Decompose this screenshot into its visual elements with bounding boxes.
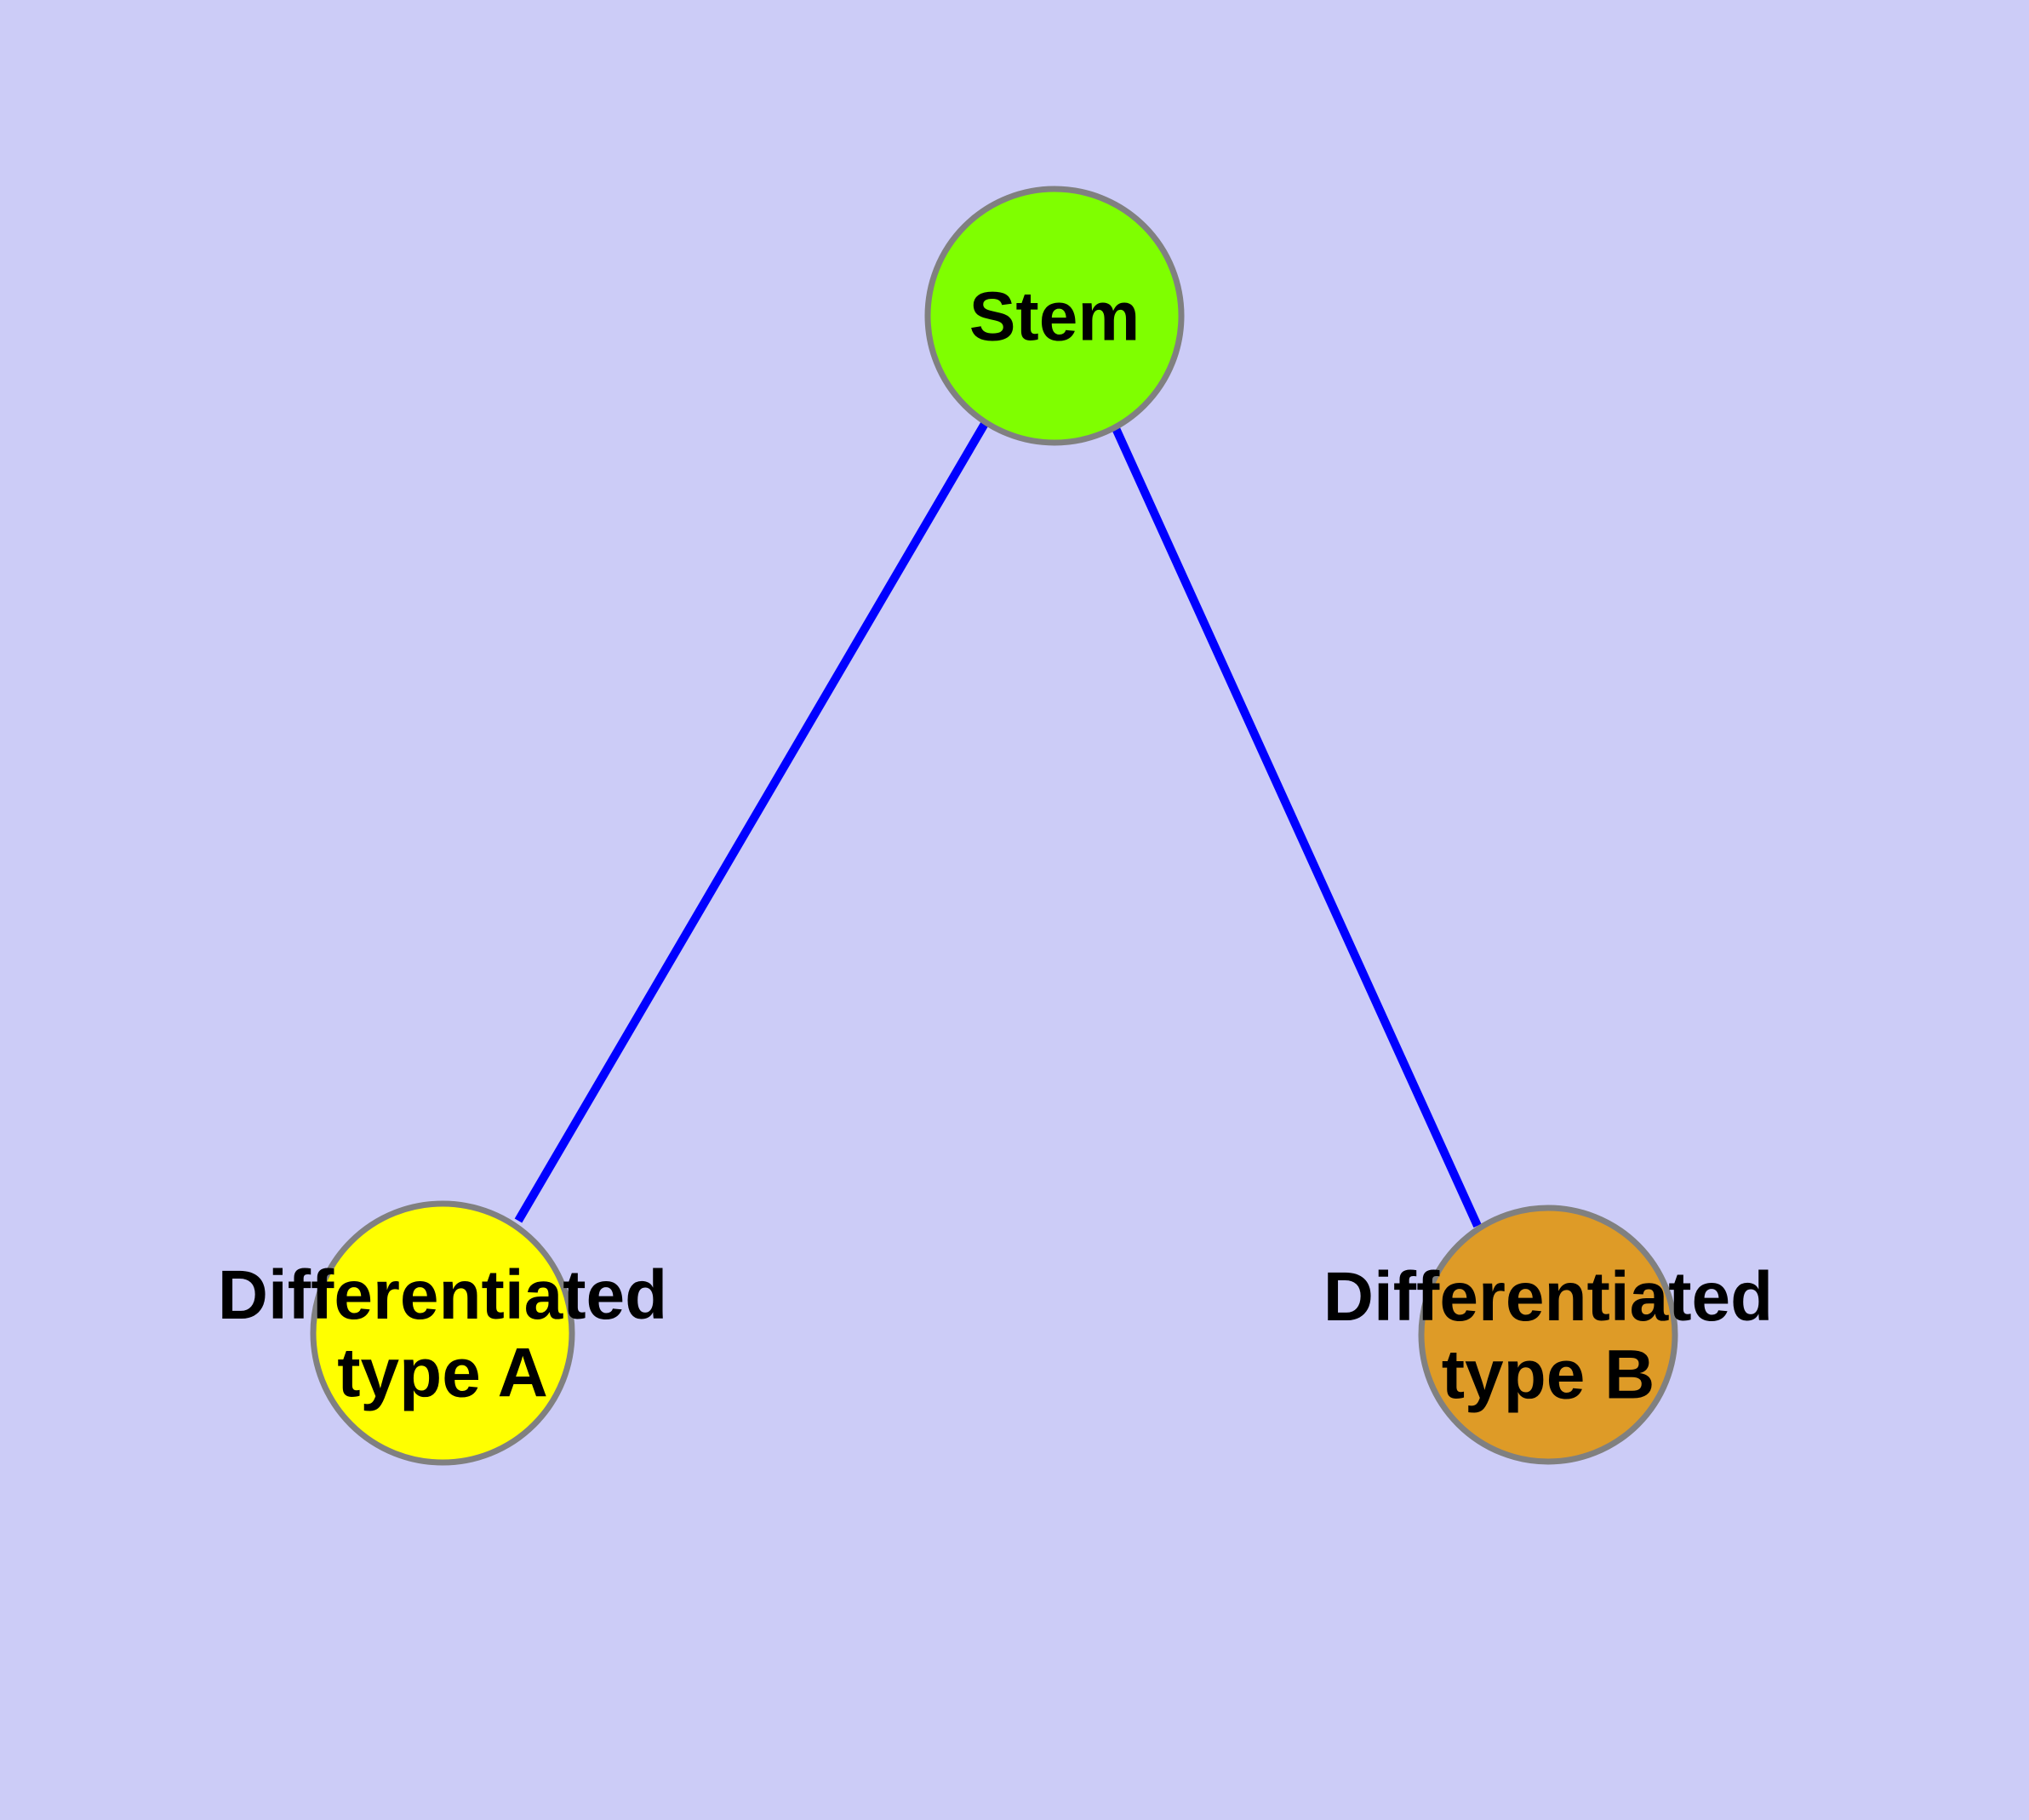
edge-stem-to-diff-b[interactable]	[1111, 424, 1482, 1228]
node-label-line: type A	[337, 1335, 548, 1412]
node-label-line: Differentiated	[218, 1256, 668, 1334]
edge-stem-to-diff-a[interactable]	[514, 420, 990, 1223]
node-diff-a[interactable]	[310, 1200, 575, 1466]
node-label-line: type B	[1442, 1336, 1655, 1414]
node-stem[interactable]	[924, 186, 1185, 446]
nodes-layer	[310, 186, 1678, 1466]
node-label-line: Stem	[969, 278, 1140, 356]
edges-layer	[514, 420, 1482, 1228]
node-label-line: Differentiated	[1323, 1258, 1774, 1336]
node-diff-b[interactable]	[1418, 1205, 1678, 1465]
node-label-stem: Stem	[969, 278, 1140, 356]
